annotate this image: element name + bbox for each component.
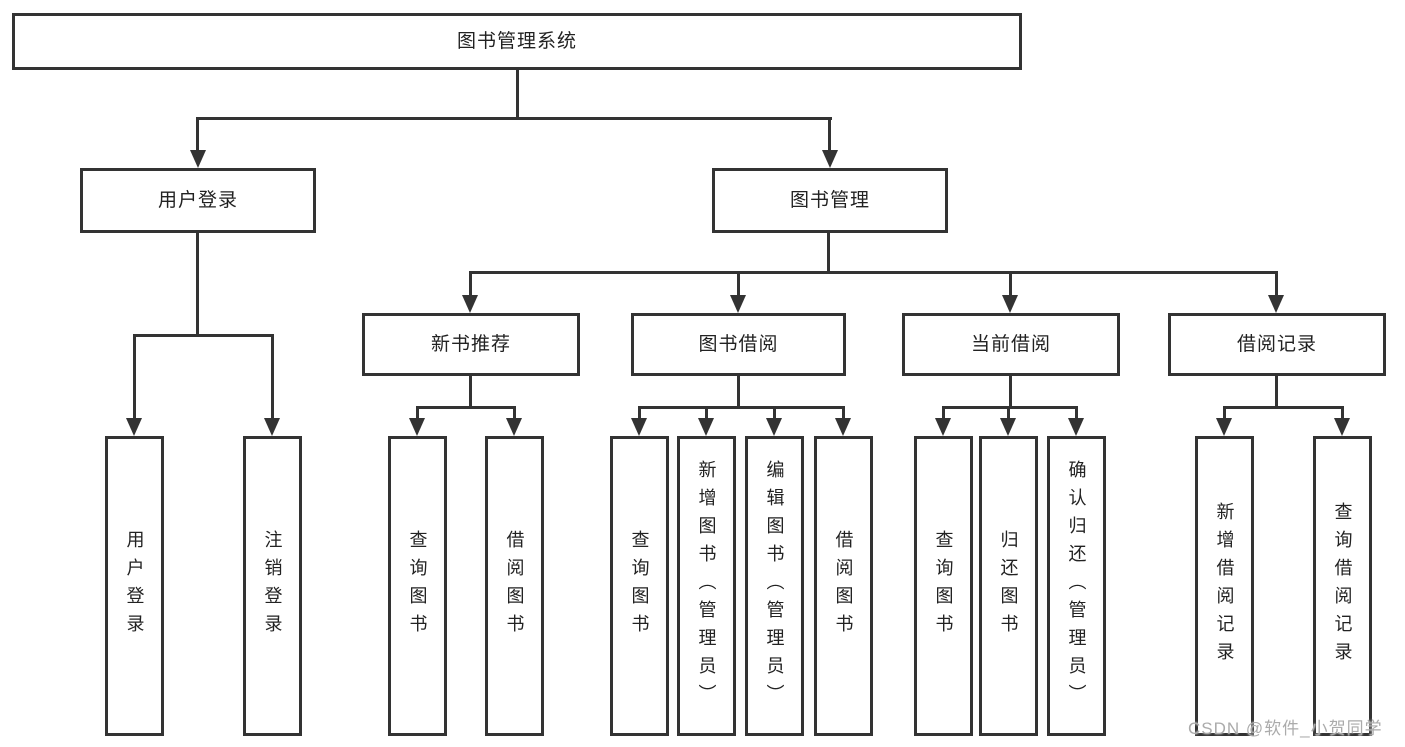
arrowhead-leaf-borrow-book-1 [506,418,522,436]
connector-to-leaf-borrow-book-1 [513,406,516,420]
connector-to-leaf-user-login [133,334,136,419]
leaf-query-book-1: 查询图书 [388,436,447,736]
csdn-watermark: CSDN @软件_小贺同学 [1188,719,1383,738]
leaf-query-book-3: 查询图书 [914,436,973,736]
connector-to-current-borrow [1009,271,1012,297]
connector-borrow-records-rail [1223,406,1343,409]
node-book-borrow: 图书借阅 [631,313,846,376]
connector-to-leaf-return-book [1007,406,1010,420]
connector-to-leaf-add-record [1223,406,1226,420]
arrowhead-leaf-return-book [1000,418,1016,436]
arrowhead-new-book [462,295,478,313]
connector-book-borrow-stem [737,376,740,408]
connector-root-stem [516,70,519,119]
arrowhead-leaf-add-record [1216,418,1232,436]
connector-to-leaf-borrow-book-2 [842,406,845,420]
node-new-book-recommend: 新书推荐 [362,313,580,376]
arrowhead-leaf-logout [264,418,280,436]
connector-user-login-rail [133,334,274,337]
leaf-confirm-return-admin: 确认归还（管理员） [1047,436,1106,736]
connector-to-leaf-edit-book [773,406,776,420]
connector-to-new-book [469,271,472,297]
connector-to-borrow-records [1275,271,1278,297]
connector-new-book-rail [416,406,516,409]
arrowhead-leaf-query-book-3 [935,418,951,436]
leaf-query-book-2: 查询图书 [610,436,669,736]
connector-user-login-stem [196,233,199,336]
arrowhead-user-login [190,150,206,168]
arrowhead-leaf-query-book-1 [409,418,425,436]
connector-book-management-rail [469,271,1278,274]
arrowhead-leaf-query-book-2 [631,418,647,436]
leaf-add-book-admin: 新增图书（管理员） [677,436,736,736]
arrowhead-leaf-confirm-return [1068,418,1084,436]
node-current-borrow: 当前借阅 [902,313,1120,376]
connector-to-leaf-add-book [705,406,708,420]
connector-to-leaf-query-book-3 [942,406,945,420]
leaf-borrow-book-2: 借阅图书 [814,436,873,736]
connector-book-borrow-rail [638,406,845,409]
connector-to-user-login [196,117,199,153]
leaf-logout: 注销登录 [243,436,302,736]
arrowhead-current-borrow [1002,295,1018,313]
connector-current-borrow-stem [1009,376,1012,408]
node-book-management: 图书管理 [712,168,948,233]
node-user-login: 用户登录 [80,168,316,233]
connector-new-book-stem [469,376,472,408]
arrowhead-borrow-records [1268,295,1284,313]
connector-to-leaf-query-book-1 [416,406,419,420]
leaf-return-book: 归还图书 [979,436,1038,736]
connector-book-management-stem [827,233,830,273]
arrowhead-leaf-edit-book [766,418,782,436]
arrowhead-leaf-query-record [1334,418,1350,436]
arrowhead-book-borrow [730,295,746,313]
arrowhead-leaf-borrow-book-2 [835,418,851,436]
connector-to-book-borrow [737,271,740,297]
connector-to-leaf-query-book-2 [638,406,641,420]
node-library-management-system: 图书管理系统 [12,13,1022,70]
arrowhead-leaf-add-book [698,418,714,436]
node-borrow-records: 借阅记录 [1168,313,1386,376]
connector-to-leaf-confirm-return [1075,406,1078,420]
connector-to-leaf-logout [271,334,274,419]
leaf-add-borrow-record: 新增借阅记录 [1195,436,1254,736]
connector-current-borrow-rail [942,406,1078,409]
arrowhead-book-management [822,150,838,168]
leaf-query-borrow-record: 查询借阅记录 [1313,436,1372,736]
leaf-borrow-book-1: 借阅图书 [485,436,544,736]
connector-borrow-records-stem [1275,376,1278,408]
leaf-user-login: 用户登录 [105,436,164,736]
leaf-edit-book-admin: 编辑图书（管理员） [745,436,804,736]
connector-to-book-management [828,117,831,153]
connector-root-rail [196,117,832,120]
arrowhead-leaf-user-login [126,418,142,436]
connector-to-leaf-query-record [1341,406,1344,420]
